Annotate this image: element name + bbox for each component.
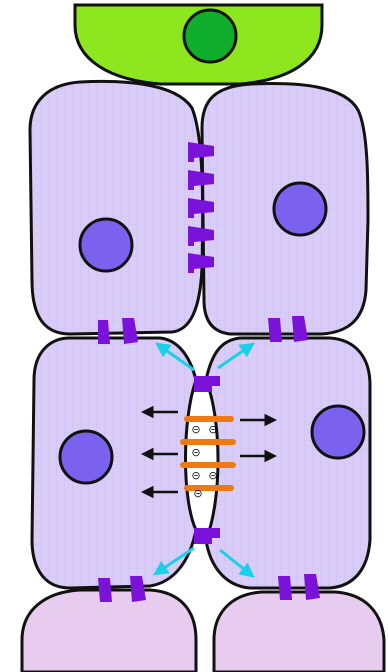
top-cell [75,5,322,84]
upper-left-nucleus [80,219,132,271]
channel-symbol: ⊝ [193,487,202,500]
top-cell-nucleus [184,10,236,62]
channel-symbol: ⊝ [208,469,217,482]
lower-left-cell [32,338,196,588]
channel-bar-icon [184,416,234,422]
channel-bar-icon [180,439,236,445]
upper-left-cell-body [30,81,203,334]
upper-right-cell [202,84,368,334]
junction-block-icon [98,320,110,344]
channel-bar-icon [180,462,236,468]
channel-symbol: ⊝ [208,423,217,436]
upper-right-nucleus [274,183,326,235]
junction-block-icon [98,578,112,602]
lower-left-cell-body [32,338,196,588]
channel-symbol: ⊝ [191,469,200,482]
bottom-left-cell-body [22,590,196,672]
channel-bar-icon [184,485,234,491]
junction-block-icon [278,576,292,600]
channel-symbol: ⊝ [191,446,200,459]
lower-right-nucleus [312,406,364,458]
bottom-right-cell-body [214,592,384,672]
junction-block-icon [268,318,282,342]
bottom-cells [22,590,384,672]
junction-row-middle [98,316,308,344]
lower-left-nucleus [60,431,112,483]
upper-left-cell [30,81,203,334]
channel-symbol: ⊝ [191,423,200,436]
